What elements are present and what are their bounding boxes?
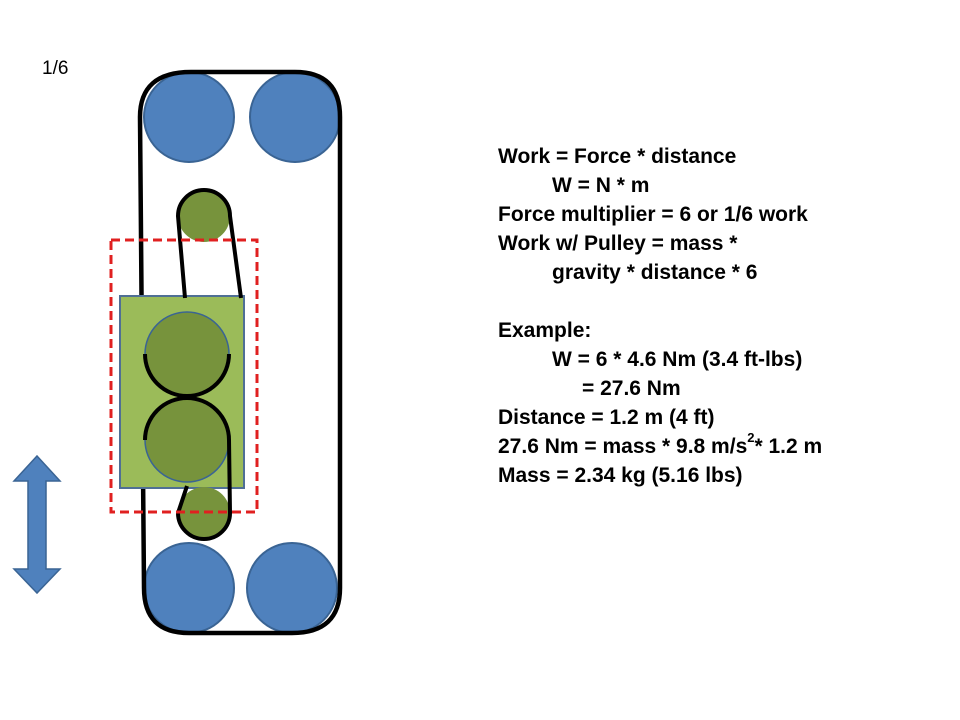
mass-equation: 27.6 Nm = mass * 9.8 m/s2* 1.2 m xyxy=(498,430,948,461)
mass-equation-exponent: 2 xyxy=(747,430,755,445)
mass-equation-part2: * 1.2 m xyxy=(754,435,823,458)
ratio-label: 1/6 xyxy=(42,58,69,79)
system-boundary xyxy=(109,238,259,514)
top-left-roller xyxy=(143,71,235,163)
mass-result: Mass = 2.34 kg (5.16 lbs) xyxy=(498,464,743,487)
double-headed-vertical-arrow-icon xyxy=(12,454,62,595)
belt-upper-carriage-pulley xyxy=(143,353,231,398)
top-small-pulley xyxy=(178,190,230,242)
bottom-left-roller xyxy=(143,542,235,634)
pulley-work-line-2: gravity * distance * 6 xyxy=(552,261,758,284)
formula-panel: Work = Force * distance W = N * m Force … xyxy=(498,142,948,490)
work-units: W = N * m xyxy=(552,174,650,197)
top-right-roller xyxy=(249,71,341,163)
mass-equation-part1: 27.6 Nm = mass * 9.8 m/s xyxy=(498,435,748,458)
pulley-work-line-1: Work w/ Pulley = mass * xyxy=(498,232,738,255)
example-result: = 27.6 Nm xyxy=(582,377,681,400)
belt-top-small-pulley xyxy=(175,188,243,299)
outer-belt xyxy=(137,69,343,636)
bottom-right-roller xyxy=(246,542,338,634)
force-multiplier: Force multiplier = 6 or 1/6 work xyxy=(498,203,808,226)
example-heading: Example: xyxy=(498,319,592,342)
belt-bottom-small-pulley xyxy=(175,439,233,541)
work-definition: Work = Force * distance xyxy=(498,145,737,168)
distance-line: Distance = 1.2 m (4 ft) xyxy=(498,406,715,429)
example-work: W = 6 * 4.6 Nm (3.4 ft-lbs) xyxy=(552,348,803,371)
belt-lower-carriage-pulley xyxy=(143,396,231,441)
